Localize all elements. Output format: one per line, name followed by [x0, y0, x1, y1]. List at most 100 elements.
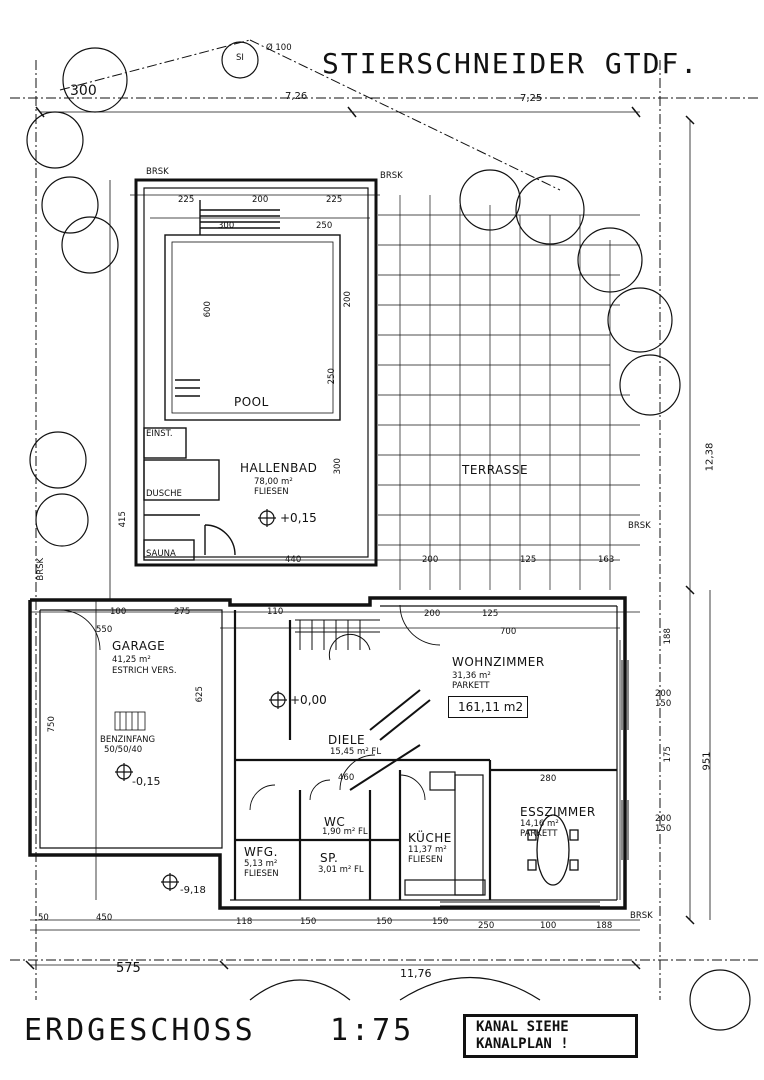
- room-sp: SP.: [320, 851, 339, 865]
- dusche-sauna: [143, 427, 236, 561]
- total-area: 161,11 m2: [458, 700, 524, 714]
- dim-575: 575: [116, 961, 141, 976]
- garage-floor: ESTRICH VERS.: [112, 666, 177, 676]
- dim-site-300: 300: [70, 83, 97, 99]
- diele-area: 15,45 m² FL: [330, 747, 382, 757]
- room-garage: GARAGE: [112, 639, 166, 653]
- dim-450: 450: [96, 913, 113, 923]
- dim-118: 118: [236, 917, 253, 927]
- dim-280: 280: [540, 774, 557, 784]
- interior-walls: [233, 610, 617, 900]
- brsk-br: BRSK: [630, 911, 653, 921]
- room-wc: WC: [324, 815, 346, 829]
- benzinfang-label: BENZINFANG: [100, 735, 156, 745]
- dim-100-b: 100: [540, 921, 557, 931]
- room-einstieg: EINST.: [146, 429, 173, 439]
- project-title: STIERSCHNEIDER GTDF.: [322, 47, 700, 80]
- plan-scale: 1:75: [330, 1013, 415, 1048]
- room-kueche: KÜCHE: [408, 831, 452, 845]
- hallenbad-floor: FLIESEN: [254, 487, 289, 497]
- dim-200-r2: 200: [655, 814, 672, 824]
- dim-188-r: 188: [662, 628, 673, 645]
- dim-188-b: 188: [596, 921, 613, 931]
- room-terrasse: TERRASSE: [462, 463, 529, 477]
- windows: [440, 660, 629, 907]
- wohnzimmer-floor: PARKETT: [452, 681, 490, 691]
- kueche-floor: FLIESEN: [408, 855, 443, 865]
- dim-750: 750: [46, 716, 57, 733]
- trees: [26, 41, 751, 1031]
- wfg-area: 5,13 m²: [244, 859, 278, 869]
- dining-table: [527, 814, 579, 886]
- wfg-floor: FLIESEN: [244, 869, 279, 879]
- door-swings: [59, 604, 441, 811]
- esszimmer-floor: PARKETT: [520, 829, 558, 839]
- dim-440: 440: [285, 555, 302, 565]
- house-outer-walls: [28, 596, 627, 910]
- property-lines: [10, 39, 760, 1000]
- terrasse-grid: [378, 195, 640, 590]
- kanal-note-box: [463, 1014, 638, 1058]
- room-hallenbad: HALLENBAD: [240, 461, 318, 475]
- garage-area: 41,25 m²: [112, 655, 151, 665]
- pool-basin: [164, 200, 341, 421]
- dim-top-left: 7,26: [285, 91, 308, 102]
- dimension-lines: [30, 111, 711, 966]
- total-area-box: [448, 696, 528, 718]
- dim-175: 175: [662, 746, 673, 763]
- dim-275: 275: [174, 607, 191, 617]
- benzinfang-grate: [114, 711, 146, 731]
- dim-150-a: 150: [300, 917, 317, 927]
- tree-value: Ø 100: [266, 43, 292, 53]
- room-wfg: WFG.: [244, 845, 278, 859]
- wfg-level: -9,18: [180, 885, 206, 896]
- brsk-terrace: BRSK: [628, 521, 651, 531]
- hallenbad-area: 78,00 m²: [254, 477, 293, 487]
- dim-100: 100: [110, 607, 127, 617]
- dim-150-b: 150: [376, 917, 393, 927]
- dim-225-b: 225: [326, 195, 343, 205]
- dim-150-r2: 150: [655, 824, 672, 834]
- brsk-tr: BRSK: [380, 171, 403, 181]
- kitchen-counters: [404, 771, 486, 896]
- dim-600: 600: [202, 301, 213, 318]
- dim-total: 11,76: [400, 967, 432, 980]
- dim-225-a: 225: [178, 195, 195, 205]
- hallenbad-level: +0,15: [280, 511, 317, 525]
- diagonal-walls: [349, 689, 431, 791]
- benzinfang-dim: 50/50/40: [104, 745, 143, 755]
- wohnzimmer-area: 31,36 m²: [452, 671, 491, 681]
- room-sauna: SAUNA: [146, 549, 176, 559]
- room-dusche: DUSCHE: [146, 489, 182, 499]
- dim-300: 300: [218, 221, 235, 231]
- dim-415: 415: [117, 511, 128, 528]
- dim-125-w: 125: [482, 609, 499, 619]
- room-esszimmer: ESSZIMMER: [520, 805, 596, 819]
- dim-250-b: 250: [478, 921, 495, 931]
- dim-150-c: 150: [432, 917, 449, 927]
- dim-625: 625: [194, 686, 205, 703]
- esszimmer-area: 14,16 m²: [520, 819, 559, 829]
- room-diele: DIELE: [328, 733, 366, 747]
- dim-700: 700: [500, 627, 517, 637]
- tree-label: SI: [236, 53, 244, 63]
- dim-550: 550: [96, 625, 113, 635]
- dim-200-t: 200: [422, 555, 439, 565]
- dim-50: 50: [38, 913, 49, 923]
- dim-300-hall: 300: [332, 458, 343, 475]
- dim-200-a: 200: [252, 195, 269, 205]
- dim-250-pool: 250: [326, 368, 337, 385]
- dim-951: 951: [701, 751, 713, 771]
- dim-125-t: 125: [520, 555, 537, 565]
- dim-top-right: 7,25: [520, 93, 543, 104]
- dim-110: 110: [267, 607, 284, 617]
- plan-label: ERDGESCHOSS: [24, 1013, 256, 1048]
- kanal-note-line-1: KANAL SIEHE: [476, 1019, 569, 1035]
- dim-250: 250: [316, 221, 333, 231]
- wc-area: 1,90 m² FL: [322, 827, 368, 837]
- hallenbad-walls: [134, 178, 378, 567]
- dim-460: 460: [338, 773, 355, 783]
- sp-area: 3,01 m² FL: [318, 865, 364, 875]
- dim-163: 163: [598, 555, 615, 565]
- brsk-tl: BRSK: [146, 167, 169, 177]
